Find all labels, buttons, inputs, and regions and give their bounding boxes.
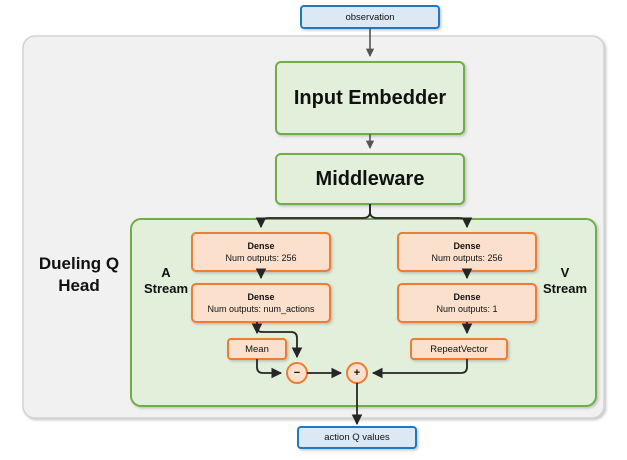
edge-a-dense2-to-subtract <box>256 327 303 359</box>
edge-middleware-split-right <box>369 204 473 229</box>
v-stream-dense-2[interactable] <box>397 283 537 323</box>
subtract-operator[interactable] <box>286 362 308 384</box>
add-operator[interactable] <box>346 362 368 384</box>
v-stream-dense-1[interactable] <box>397 232 537 272</box>
repeat-vector-node[interactable] <box>410 338 508 360</box>
mean-node[interactable] <box>227 338 287 360</box>
a-stream-dense-1[interactable] <box>191 232 331 272</box>
edge-repeat-to-add <box>371 359 468 379</box>
edge-mean-to-subtract <box>256 359 283 379</box>
a-stream-dense-2[interactable] <box>191 283 331 323</box>
action-q-values-node[interactable] <box>297 426 417 449</box>
observation-node[interactable] <box>300 5 440 29</box>
middleware-block[interactable] <box>275 153 465 205</box>
input-embedder-block[interactable] <box>275 61 465 135</box>
